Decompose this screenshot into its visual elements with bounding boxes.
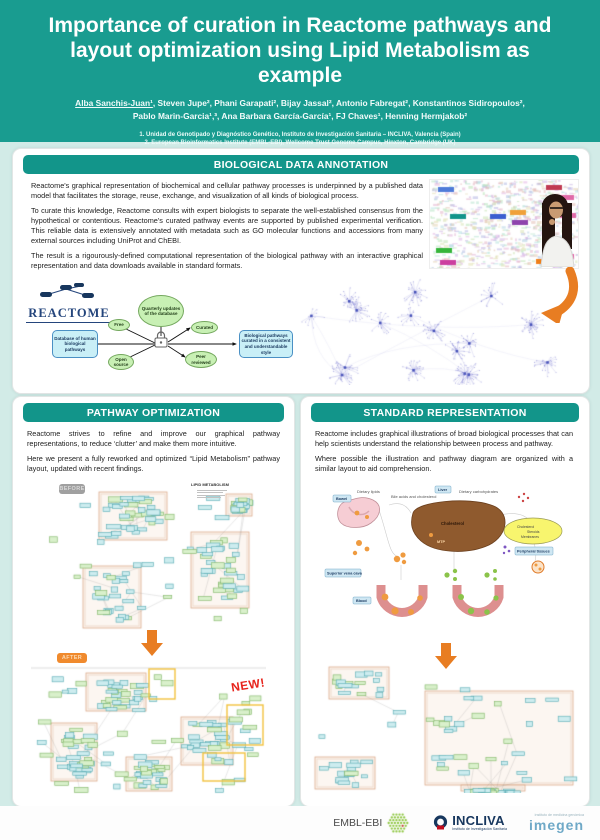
authors: Alba Sanchis-Juan¹, Steven Jupe², Phani … xyxy=(20,97,580,122)
standard-paragraph: Reactome includes graphical illustration… xyxy=(315,429,573,448)
dietary-lipids-label: Dietary lipids xyxy=(357,489,380,494)
scientist-photo xyxy=(540,194,575,267)
annotation-paragraph: Reactome's graphical representation of b… xyxy=(31,181,423,200)
cholesterol-label: Cholesterol xyxy=(441,521,464,526)
pathway-network-graph-image xyxy=(296,271,566,385)
optimization-paragraph: Here we present a fully reworked and opt… xyxy=(27,454,280,474)
diagram-legend xyxy=(197,488,227,500)
dietary-carbs-label: Dietary carbohydrates xyxy=(459,489,498,494)
standard-paragraph: Where possible the illustration and path… xyxy=(315,454,573,474)
embl-ebi-hexagon-icon xyxy=(386,811,411,835)
svg-text:Blood: Blood xyxy=(356,599,367,603)
peripheral-tissues-shape xyxy=(503,517,563,545)
incliva-wordmark: INCLIVA xyxy=(452,813,505,829)
standard-text: Reactome includes graphical illustration… xyxy=(315,429,573,480)
incliva-subtitle: Instituto de Investigación Sanitaria xyxy=(452,827,507,832)
lipid-digestion-illustration: Cholesterol MTP Cholesterol Steroids Mem… xyxy=(324,485,563,617)
authors-line1-rest: , Steven Jupe², Phani Garapati², Bijay J… xyxy=(152,98,525,109)
lock-icon xyxy=(154,331,168,348)
footer: EMBL-EBI INCLIVA Instituto de Investigac… xyxy=(0,806,600,840)
reactome-logo-graphic xyxy=(40,283,94,298)
standard-section-header: STANDARD REPRESENTATION xyxy=(311,403,579,422)
section-biological-data-annotation: BIOLOGICAL DATA ANNOTATION Reactome's gr… xyxy=(12,148,590,394)
blood-badge: Blood xyxy=(352,596,372,605)
incliva-icon xyxy=(434,814,448,829)
liver-shape xyxy=(411,500,506,552)
reactome-flowchart: Database of human biological pathways Fr… xyxy=(46,293,296,388)
superior-vena-cava-badge: Superior vena cava xyxy=(324,568,363,578)
annotation-paragraph: The result is a rigourously-defined comp… xyxy=(31,251,423,270)
optimization-section-header: PATHWAY OPTIMIZATION xyxy=(23,403,284,422)
down-arrow-icon xyxy=(435,643,457,669)
blood-vessel-shape xyxy=(376,585,428,617)
annotation-section-header: BIOLOGICAL DATA ANNOTATION xyxy=(23,155,579,174)
foam-cell-shape xyxy=(531,560,545,574)
imegen-wordmark: imegen xyxy=(528,816,584,833)
flowchart-database-box: Database of human biological pathways xyxy=(52,330,98,358)
reactome-logo: REACTOME xyxy=(26,283,112,323)
flowchart-curated-ellipse: Curated xyxy=(191,321,218,334)
embl-ebi-logo: EMBL-EBI xyxy=(333,811,411,835)
svg-text:Liver: Liver xyxy=(438,488,448,492)
flowchart-free-ellipse: Free xyxy=(108,319,130,331)
poster-header: Importance of curation in Reactome pathw… xyxy=(0,0,600,155)
before-badge: BEFORE xyxy=(59,484,85,494)
before-diagram-title: LIPID METABOLISM xyxy=(191,482,229,487)
incliva-logo: INCLIVA Instituto de Investigación Sanit… xyxy=(432,814,507,832)
after-pathway-diagram-image xyxy=(31,665,266,797)
svg-text:Peripheral tissues: Peripheral tissues xyxy=(517,550,550,554)
flowchart-open-source-ellipse: Open source xyxy=(108,354,134,370)
embl-ebi-wordmark: EMBL-EBI xyxy=(333,817,383,829)
affiliation-1: 1. Unidad de Genotipado y Diagnóstico Ge… xyxy=(139,131,461,138)
flowchart-result-box: Biological pathways curated in a consist… xyxy=(239,330,293,358)
annotation-paragraph: To curate this knowledge, Reactome consu… xyxy=(31,206,423,245)
imegen-subtitle: instituto de medicina genómica xyxy=(534,813,584,818)
bile-acids-label: Bile acids and cholesterol xyxy=(391,494,436,499)
reactome-logo-wordmark: REACTOME xyxy=(26,306,112,323)
optimization-text: Reactome strives to refine and improve o… xyxy=(27,429,280,480)
flowchart-quarterly-ellipse: Quarterly updates of the database xyxy=(138,295,184,327)
svg-text:Superior vena cava: Superior vena cava xyxy=(327,572,363,576)
annotation-text: Reactome's graphical representation of b… xyxy=(31,181,423,277)
svg-text:Bowel: Bowel xyxy=(336,497,347,501)
after-badge: AFTER xyxy=(57,653,87,663)
authors-line2: Pablo Marin-Garcia¹,³, Ana Barbara Garcí… xyxy=(132,110,468,121)
standard-pathway-diagram-image xyxy=(313,663,579,793)
blood-vessel-shape xyxy=(452,585,504,617)
peri-item: Membranes xyxy=(521,535,539,539)
down-arrow-icon xyxy=(141,630,163,656)
section-standard-representation: STANDARD REPRESENTATION Reactome include… xyxy=(300,396,590,807)
bowel-badge: Bowel xyxy=(332,494,352,503)
section-pathway-optimization: PATHWAY OPTIMIZATION Reactome strives to… xyxy=(12,396,295,807)
before-pathway-diagram-image xyxy=(41,486,256,634)
affiliation-2: 2. European Bioinformatics Institute (EM… xyxy=(144,140,456,147)
orange-curved-arrow-icon xyxy=(541,267,579,323)
poster-title: Importance of curation in Reactome pathw… xyxy=(48,14,552,87)
peri-item: Cholesterol xyxy=(517,525,534,529)
first-author: Alba Sanchis-Juan¹ xyxy=(75,98,153,109)
peripheral-tissues-badge: Peripheral tissues xyxy=(514,546,554,556)
mtp-label: MTP xyxy=(437,540,445,544)
peri-item: Steroids xyxy=(527,530,540,534)
optimization-paragraph: Reactome strives to refine and improve o… xyxy=(27,429,280,448)
flowchart-peer-reviewed-ellipse: Peer reviewed xyxy=(185,351,217,368)
liver-badge: Liver xyxy=(434,485,452,494)
imegen-logo: instituto de medicina genómica imegen xyxy=(529,814,584,832)
